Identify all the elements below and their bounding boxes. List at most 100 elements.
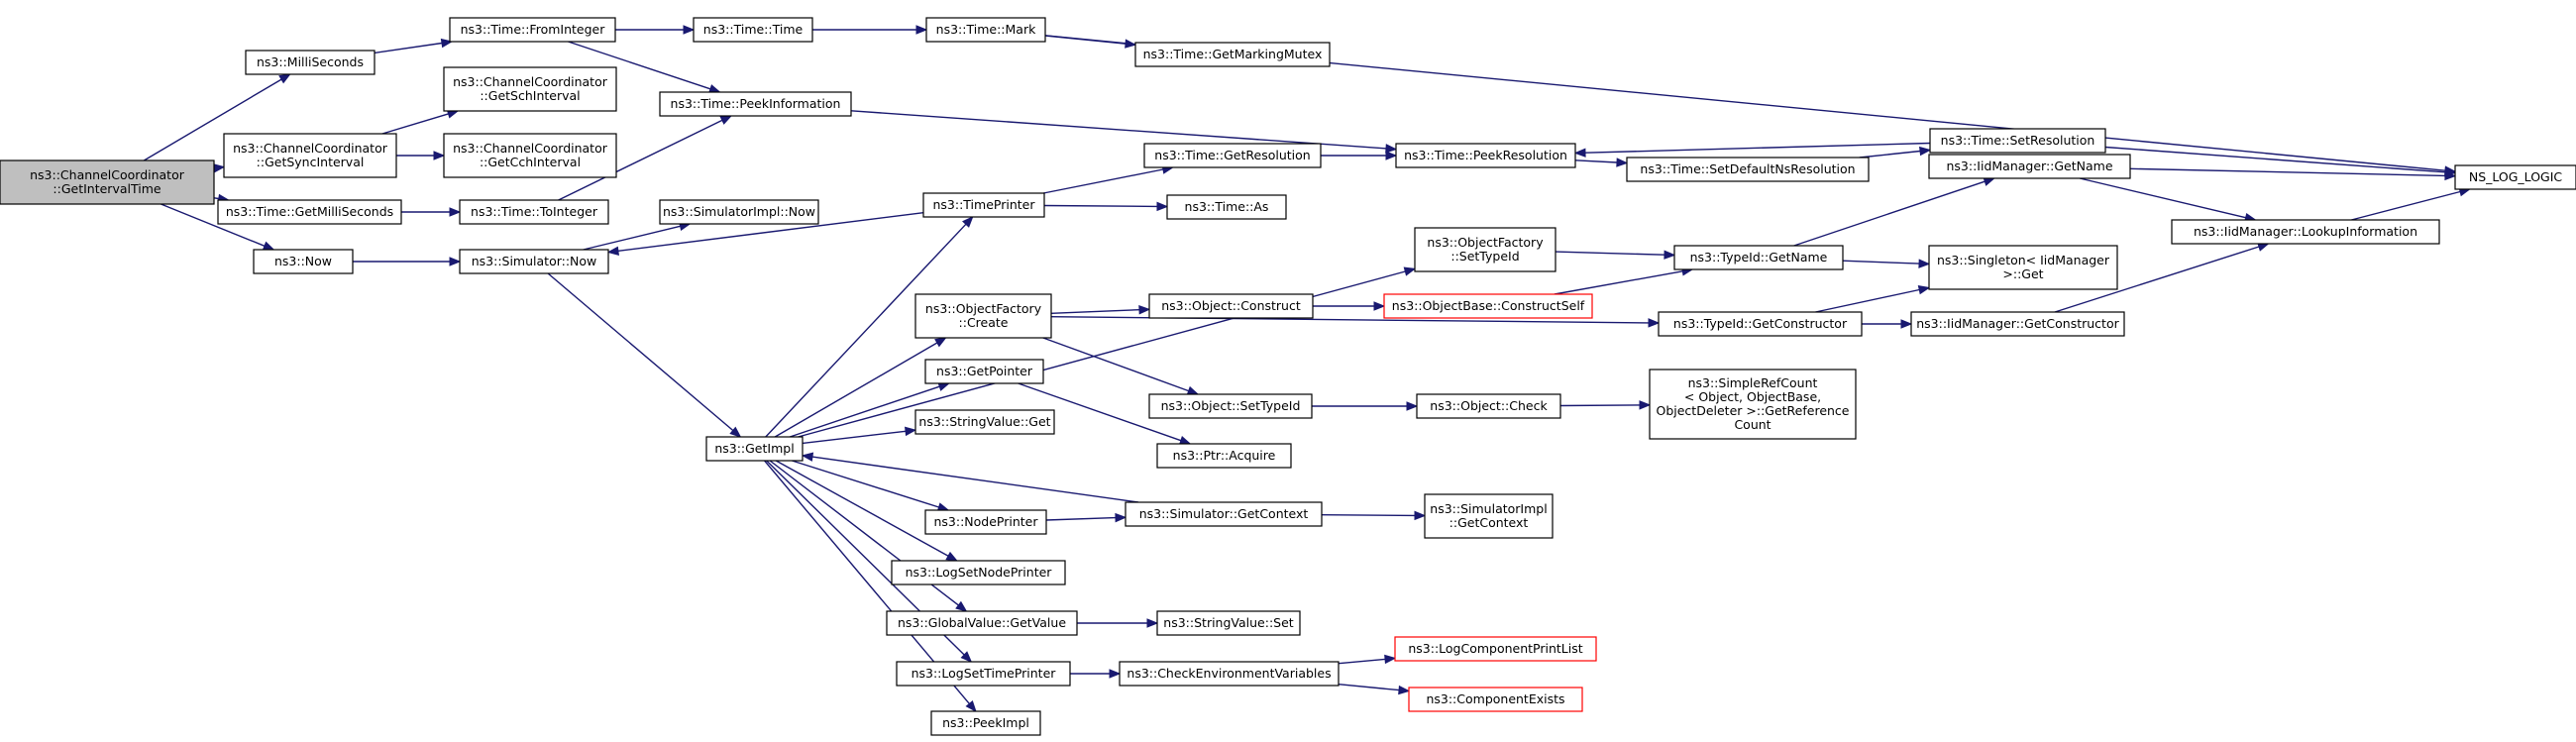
node-getschinterval[interactable]: ns3::ChannelCoordinator::GetSchInterval [443, 66, 617, 112]
node-label: ns3::Time::GetMarkingMutex [1143, 47, 1323, 61]
node-simgetcontext[interactable]: ns3::Simulator::GetContext [1125, 501, 1323, 527]
edge-typeidgetname-to-iidgetname [1793, 176, 1996, 247]
node-getpointer[interactable]: ns3::GetPointer [924, 359, 1044, 384]
node-getimpl[interactable]: ns3::GetImpl [705, 436, 804, 462]
node-label: ns3::ObjectBase::ConstructSelf [1392, 298, 1585, 313]
node-label: ::GetSchInterval [480, 88, 580, 103]
node-checkenv[interactable]: ns3::CheckEnvironmentVariables [1119, 661, 1340, 687]
node-getmarkingmutex[interactable]: ns3::Time::GetMarkingMutex [1134, 42, 1331, 67]
node-simimplnow[interactable]: ns3::SimulatorImpl::Now [659, 199, 819, 225]
edge-objconstruct-to-constructself [1313, 301, 1386, 311]
edge-getpointer-to-ptracquire [1018, 382, 1192, 446]
node-label: ns3::LogSetNodePrinter [906, 565, 1053, 580]
call-edges [143, 25, 2471, 713]
node-simimplgetcontext[interactable]: ns3::SimulatorImpl::GetContext [1424, 493, 1554, 539]
node-label: ns3::Simulator::Now [472, 254, 597, 268]
node-box [925, 17, 1046, 43]
node-box [1626, 157, 1870, 182]
node-typeidgetconstructor[interactable]: ns3::TypeId::GetConstructor [1658, 311, 1863, 337]
node-typeidgetname[interactable]: ns3::TypeId::GetName [1673, 245, 1844, 270]
edge-peekresolution-to-setdefaultns [1574, 158, 1629, 167]
node-box [1125, 501, 1323, 527]
edge-root-to-getsyncinterval [213, 163, 226, 173]
node-nodeprinter[interactable]: ns3::NodePrinter [924, 509, 1047, 535]
node-getresolution[interactable]: ns3::Time::GetResolution [1143, 143, 1322, 168]
node-milliseconds[interactable]: ns3::MilliSeconds [245, 50, 376, 75]
node-box [1910, 311, 2125, 337]
node-logsettimeprinter[interactable]: ns3::LogSetTimePrinter [896, 661, 1071, 687]
node-box [245, 50, 376, 75]
node-peekresolution[interactable]: ns3::Time::PeekResolution [1395, 143, 1576, 168]
node-box [659, 91, 852, 117]
node-label: ns3::SimpleRefCount [1688, 375, 1818, 390]
node-label: ns3::Time::PeekResolution [1404, 148, 1567, 162]
edge-objcheck-to-simplerefcount [1559, 400, 1652, 410]
node-peekimpl[interactable]: ns3::PeekImpl [930, 710, 1041, 736]
node-label: ns3::Time::ToInteger [471, 204, 598, 219]
node-setdefaultns[interactable]: ns3::Time::SetDefaultNsResolution [1626, 157, 1870, 182]
node-label: ns3::Time::GetMilliSeconds [226, 204, 393, 219]
node-label: ns3::GlobalValue::GetValue [898, 615, 1066, 630]
node-objconstruct[interactable]: ns3::Object::Construct [1148, 293, 1314, 319]
edge-typeidgetconstructor-to-singleton [1815, 284, 1931, 313]
edge-nodeprinter-to-simgetcontext [1045, 512, 1127, 523]
node-box [1143, 143, 1322, 168]
node-box [2454, 164, 2576, 190]
node-compexists[interactable]: ns3::ComponentExists [1408, 687, 1583, 712]
node-stringvalueset[interactable]: ns3::StringValue::Set [1156, 610, 1301, 636]
node-label: ns3::IidManager::GetConstructor [1916, 316, 2119, 331]
edge-checkenv-to-logcomplist [1338, 654, 1397, 665]
node-label: ns3::LogSetTimePrinter [912, 666, 1057, 681]
edge-timetime-to-mark [812, 25, 928, 35]
node-simplerefcount[interactable]: ns3::SimpleRefCount< Object, ObjectBase,… [1649, 369, 1857, 440]
node-box [924, 359, 1044, 384]
node-nslog[interactable]: NS_LOG_LOGIC [2454, 164, 2576, 190]
node-label: ns3::MilliSeconds [257, 54, 364, 69]
node-mark[interactable]: ns3::Time::Mark [925, 17, 1046, 43]
edge-getimpl-to-ofcreate [774, 337, 947, 438]
node-getsyncinterval[interactable]: ns3::ChannelCoordinator::GetSyncInterval [223, 133, 397, 178]
edge-setdefaultns-to-setresolution [1859, 146, 1932, 159]
node-label: ns3::ChannelCoordinator [453, 74, 608, 89]
edge-fromInteger-to-timetime [615, 25, 696, 35]
node-timeas[interactable]: ns3::Time::As [1166, 194, 1287, 220]
node-box [1156, 610, 1301, 636]
node-timetime[interactable]: ns3::Time::Time [693, 17, 813, 43]
node-box [886, 610, 1078, 636]
node-iidgetconstructor[interactable]: ns3::IidManager::GetConstructor [1910, 311, 2125, 337]
node-logsetnodeprinter[interactable]: ns3::LogSetNodePrinter [891, 560, 1066, 585]
node-label: Count [1734, 417, 1771, 432]
node-label: ns3::GetImpl [714, 441, 794, 456]
edge-iidgetname-to-nslog [2129, 167, 2457, 181]
node-constructself[interactable]: ns3::ObjectBase::ConstructSelf [1383, 293, 1593, 319]
edge-iidgetname-to-iidlookup [2079, 177, 2257, 223]
node-singleton[interactable]: ns3::Singleton< IidManager >::Get [1928, 245, 2118, 290]
node-label: ns3::CheckEnvironmentVariables [1127, 666, 1331, 681]
node-getcchinterval[interactable]: ns3::ChannelCoordinator::GetCchInterval [443, 133, 617, 178]
node-timeprinter[interactable]: ns3::TimePrinter [922, 192, 1045, 218]
node-iidgetname[interactable]: ns3::IidManager::GetName [1928, 154, 2131, 179]
node-label: ns3::ObjectFactory [1427, 235, 1544, 250]
node-now[interactable]: ns3::Now [253, 249, 354, 274]
node-simulatornow[interactable]: ns3::Simulator::Now [459, 249, 609, 274]
node-globalvalue[interactable]: ns3::GlobalValue::GetValue [886, 610, 1078, 636]
node-box [449, 17, 616, 43]
node-stringvalueget[interactable]: ns3::StringValue::Get [914, 409, 1055, 435]
edge-peekinformation-to-peekresolution [850, 110, 1398, 154]
node-root[interactable]: ns3::ChannelCoordinator::GetIntervalTime [0, 159, 215, 205]
node-fromInteger[interactable]: ns3::Time::FromInteger [449, 17, 616, 43]
node-ofcreate[interactable]: ns3::ObjectFactory::Create [914, 293, 1052, 339]
node-setresolution[interactable]: ns3::Time::SetResolution [1929, 128, 2106, 154]
node-ofsettypeid[interactable]: ns3::ObjectFactory::SetTypeId [1414, 227, 1556, 272]
node-peekinformation[interactable]: ns3::Time::PeekInformation [659, 91, 852, 117]
node-label: ns3::Now [274, 254, 332, 268]
node-getmilliseconds[interactable]: ns3::Time::GetMilliSeconds [217, 199, 402, 225]
node-tointeger[interactable]: ns3::Time::ToInteger [459, 199, 609, 225]
node-iidlookup[interactable]: ns3::IidManager::LookupInformation [2171, 219, 2440, 245]
edge-root-to-milliseconds [143, 73, 291, 161]
node-box [459, 199, 609, 225]
node-logcomplist[interactable]: ns3::LogComponentPrintList [1394, 636, 1597, 662]
node-objsettypeid[interactable]: ns3::Object::SetTypeId [1148, 393, 1313, 419]
node-ptracquire[interactable]: ns3::Ptr::Acquire [1156, 443, 1292, 469]
node-objcheck[interactable]: ns3::Object::Check [1416, 393, 1561, 419]
